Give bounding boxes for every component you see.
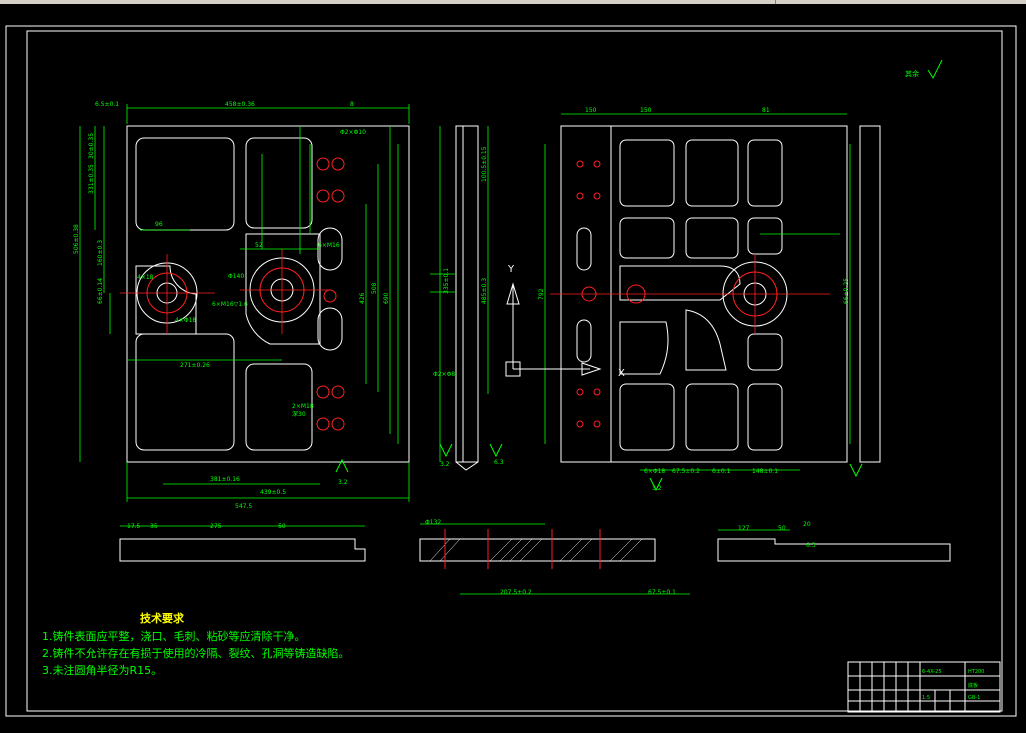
drawing-canvas[interactable]: 其余 6.5±0.1 458±0.36 8 271±0.26 381±0.16 … <box>0 4 1026 729</box>
roughness-symbol <box>927 59 943 80</box>
dim-label: 6×M16▽1.6 <box>212 301 248 308</box>
cad-drawing: 其余 6.5±0.1 458±0.36 8 271±0.26 381±0.16 … <box>5 25 1017 717</box>
dim-label: 690 <box>383 292 390 304</box>
roughness-label: 3.2 <box>652 485 662 492</box>
tech-item: 2.铸件不允许存在有损于使用的冷隔、裂纹、孔洞等铸造缺陷。 <box>42 647 350 660</box>
roughness-label: 3.2 <box>338 479 348 486</box>
dim-label: 66±0.25 <box>843 278 850 304</box>
dim-label: 66±0.14 <box>97 278 104 304</box>
roughness-note: 其余 <box>905 69 919 78</box>
dim-label: 335±0.1 <box>443 268 450 294</box>
dim-label: 35 <box>150 523 158 530</box>
dim-label: 275 <box>210 523 222 530</box>
dim-label: 深30 <box>292 410 306 418</box>
section-right <box>717 538 951 562</box>
centerlines-left <box>120 249 330 334</box>
dim-label: 506±0.38 <box>73 224 80 254</box>
left-holes <box>136 157 345 431</box>
dim-label: 6×Φ18 <box>644 468 665 475</box>
title-drawing-no: GB-1 <box>968 695 980 701</box>
roughness-label: 6.3 <box>806 542 816 549</box>
dim-label: 148±0.1 <box>752 468 778 475</box>
section-left <box>119 538 366 562</box>
title-name: 底板 <box>968 682 978 689</box>
dim-label: 508 <box>371 282 378 294</box>
axis-x-label: X <box>618 368 625 379</box>
vertical-dims: 506±0.38 331±0.35 30±0.35 160±0.3 66±0.1… <box>73 133 850 304</box>
dim-label: 792 <box>538 288 545 300</box>
dim-label: 127 <box>738 525 750 532</box>
dim-label: 50 <box>278 523 286 530</box>
dim-label: 4×Φ18 <box>175 317 196 324</box>
dim-label: 6±0.1 <box>712 468 731 475</box>
roughness-label: 6.3 <box>494 459 504 466</box>
dim-label: 30±0.35 <box>88 133 95 159</box>
dim-label: Φ2×Φ10 <box>340 129 366 136</box>
title-block-text: 6-4X-25 HT200 底板 GB-1 1:5 <box>922 669 984 701</box>
left-plan-view <box>126 125 410 463</box>
leader-arrows <box>335 443 863 492</box>
dim-label: 381±0.16 <box>210 476 240 483</box>
title-material: HT200 <box>968 669 984 675</box>
dims-right <box>544 113 851 471</box>
dim-label: 207.5±0.2 <box>500 589 532 596</box>
dim-label: Φ132 <box>425 519 441 526</box>
dim-label: 426 <box>359 292 366 304</box>
dim-label: 81 <box>762 107 770 114</box>
section-mid <box>419 538 656 562</box>
dim-label: 67.5±0.2 <box>672 468 700 475</box>
dim-label: 547.5 <box>235 503 252 510</box>
dim-label: 8 <box>350 101 354 108</box>
dim-label: Φ140 <box>228 273 244 280</box>
inner-frame <box>26 30 1003 712</box>
dim-text-group: 其余 6.5±0.1 458±0.36 8 271±0.26 381±0.16 … <box>95 69 919 596</box>
dim-label: 485±0.3 <box>481 278 488 304</box>
dim-label: 50 <box>778 525 786 532</box>
roughness-label: 3.2 <box>440 461 450 468</box>
dim-label: 458±0.36 <box>225 101 255 108</box>
side-view <box>455 125 479 471</box>
title-scale: 1:5 <box>922 695 930 701</box>
dim-label: 439±0.5 <box>260 489 286 496</box>
dim-label: 271±0.26 <box>180 362 210 369</box>
centerlines-right <box>550 254 830 334</box>
dim-label: 150 <box>585 107 597 114</box>
section-centers <box>444 529 601 569</box>
dims-left <box>79 104 410 502</box>
dim-label: 100.5±0.15 <box>481 146 488 182</box>
axis-y-label: Y <box>507 264 515 275</box>
dim-label: 52 <box>255 242 263 249</box>
dim-label: 6.5±0.1 <box>95 101 119 108</box>
dim-label: 67.5±0.1 <box>648 589 676 596</box>
title-code: 6-4X-25 <box>922 669 942 675</box>
dim-label: 4×18 <box>137 274 154 281</box>
tech-item: 1.铸件表面应平整，浇口、毛刺、粘砂等应清除干净。 <box>42 630 306 643</box>
tab[interactable] <box>645 0 776 4</box>
tech-item: 3.未注圆角半径为R15。 <box>42 664 163 677</box>
tab-strip <box>0 0 1026 4</box>
section-dims <box>120 523 790 595</box>
dim-label: 331±0.35 <box>88 164 95 194</box>
dim-label: 17.5 <box>127 523 141 530</box>
dim-label: 160±0.3 <box>97 240 104 266</box>
dim-label: 20 <box>803 521 811 528</box>
dim-label: 96 <box>155 221 163 228</box>
axis-text: Y X <box>507 264 625 379</box>
dim-label: 6×M16 <box>318 242 340 249</box>
ucs-axis <box>505 282 602 377</box>
dims-side <box>430 126 489 462</box>
dim-label: Φ2×Φ8 <box>433 371 455 378</box>
title-block <box>847 661 1001 713</box>
dim-label: 2×M18 <box>292 403 314 410</box>
tech-title: 技术要求 <box>140 612 184 625</box>
dim-label: 150 <box>640 107 652 114</box>
section-hatch <box>429 538 643 562</box>
outer-frame <box>5 25 1017 717</box>
